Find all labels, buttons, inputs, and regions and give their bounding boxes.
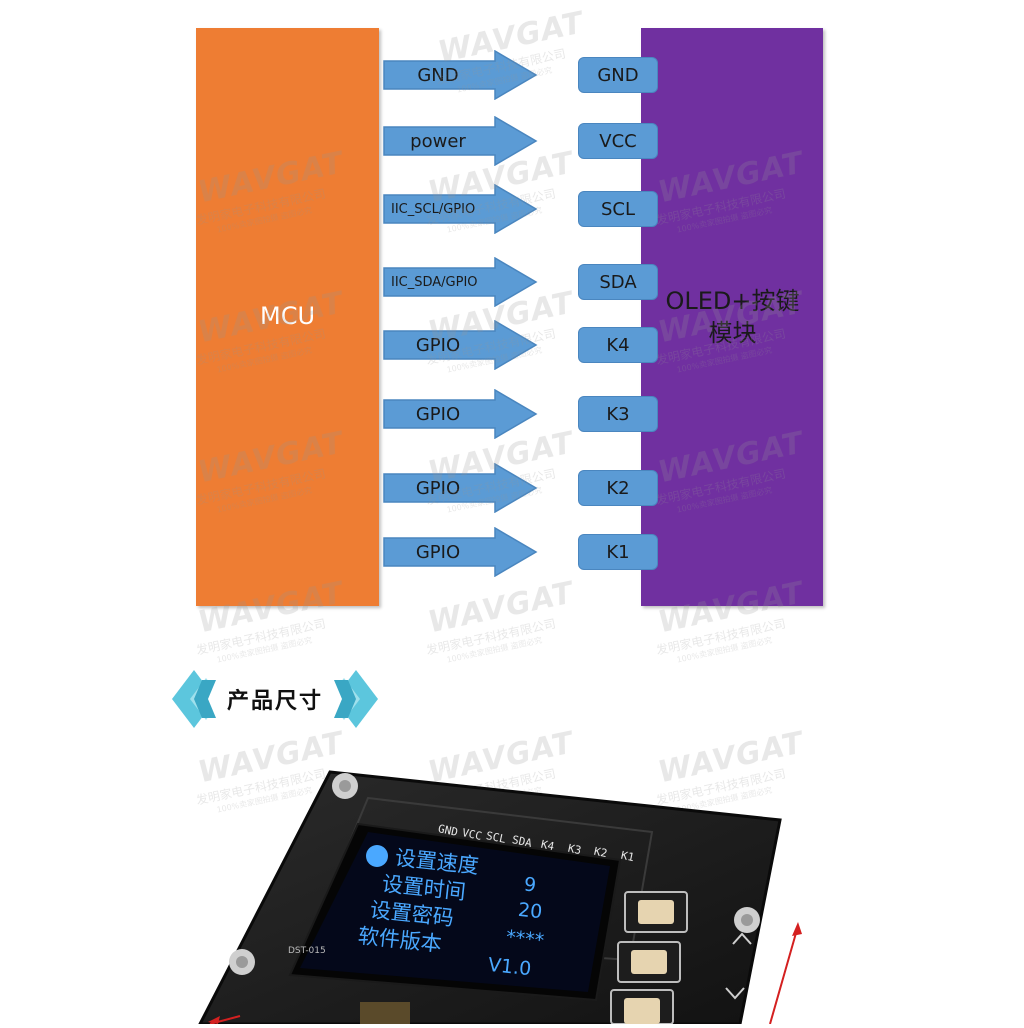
signal-arrow: GPIO [383,463,539,513]
signal-label: power [410,130,466,152]
screen-menu-value: **** [504,926,546,952]
signal-label: GPIO [415,334,461,356]
module-pin-label: K3 [578,396,658,432]
screen-menu-value: 20 [516,898,544,924]
oled-module-label-line1: OLED+按键 [665,287,800,315]
module-pin-label: SDA [578,264,658,300]
signal-arrow: power [383,116,539,166]
signal-label: GND [417,64,459,86]
screen-menu-value: 9 [522,873,538,897]
screen-menu-value: V1.0 [486,953,533,981]
signal-arrow: GND [383,50,539,100]
signal-label: IIC_SCL/GPIO [391,201,476,217]
header-pin-label: K4 [539,837,556,854]
module-pin-label: SCL [578,191,658,227]
header-pin-label: K3 [566,841,583,858]
module-pin-label: K4 [578,327,658,363]
module-board-illustration [197,770,802,1026]
oled-module-label-line2: 模块 [708,319,757,347]
header-pin-label: K1 [619,848,636,865]
signal-arrow: GPIO [383,320,539,370]
oled-module-block [641,28,823,606]
wiring-diagram: MCU OLED+按键 模块 GND GND power VCC IIC_SCL/GPI… [196,28,823,606]
oled-module-label: OLED+按键 模块 [655,285,810,349]
section-title: 产品尺寸 [226,689,323,714]
signal-arrow: GPIO [383,527,539,577]
signal-arrow: IIC_SCL/GPIO [383,184,539,234]
signal-label: GPIO [415,403,461,425]
module-pin-label: K2 [578,470,658,506]
module-pin-label: GND [578,57,658,93]
signal-label: GPIO [415,541,461,563]
mcu-block: MCU [196,28,379,606]
mcu-label: MCU [259,302,316,330]
signal-label: IIC_SDA/GPIO [391,274,478,290]
signal-label: GPIO [415,477,461,499]
signal-arrow: IIC_SDA/GPIO [383,257,539,307]
section-banner [172,670,378,728]
module-pin-label: K1 [578,534,658,570]
signal-arrow: GPIO [383,389,539,439]
module-pin-label: VCC [578,123,658,159]
board-label: DST-015 [288,946,326,956]
header-pin-label: K2 [592,844,609,861]
